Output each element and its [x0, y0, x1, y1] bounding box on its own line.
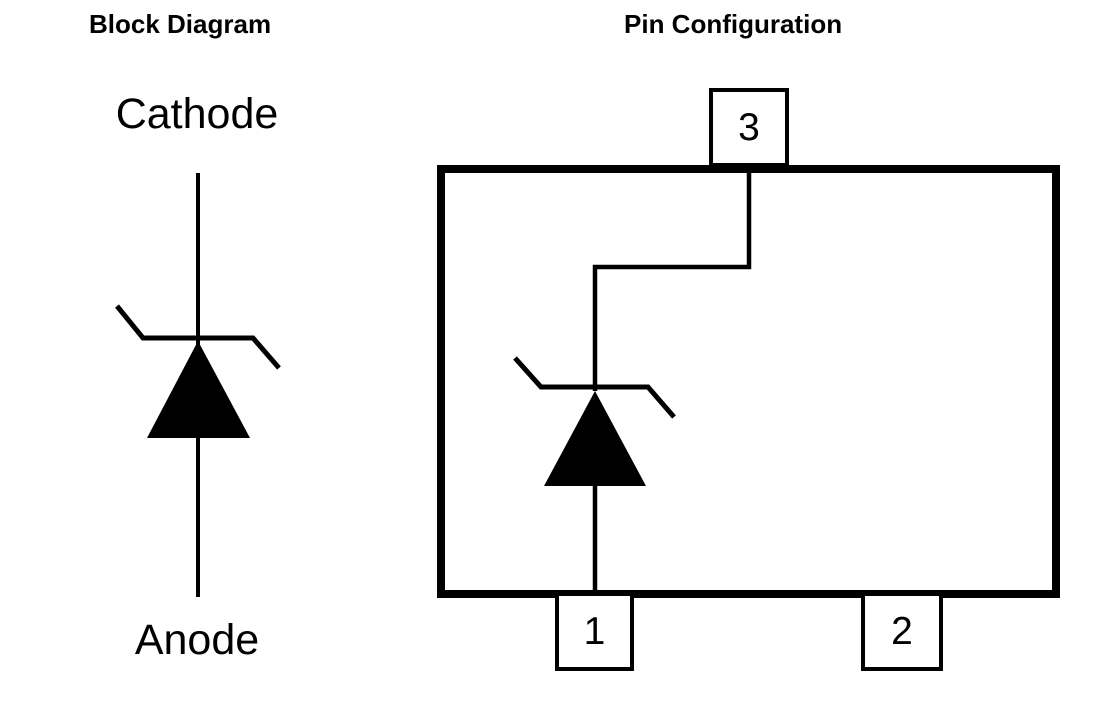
diode-triangle — [544, 391, 646, 486]
pin-3-box: 3 — [709, 88, 789, 167]
cathode-label: Cathode — [115, 90, 279, 138]
pin-1-number: 1 — [583, 609, 606, 653]
zener-cathode-bar — [115, 304, 281, 370]
zener-diode-symbol-internal — [513, 356, 676, 486]
anode-label: Anode — [134, 616, 260, 664]
zener-diode-symbol — [115, 173, 281, 597]
pin-2-box: 2 — [861, 592, 943, 671]
pin-configuration-title: Pin Configuration — [624, 9, 843, 39]
diode-triangle — [147, 341, 250, 438]
block-diagram-title: Block Diagram — [89, 9, 272, 39]
pin-3-number: 3 — [738, 105, 760, 149]
zener-cathode-bar — [513, 356, 676, 419]
pin3-internal-wire — [592, 167, 752, 391]
pin-2-number: 2 — [891, 609, 913, 653]
pin-1-box: 1 — [555, 592, 634, 671]
